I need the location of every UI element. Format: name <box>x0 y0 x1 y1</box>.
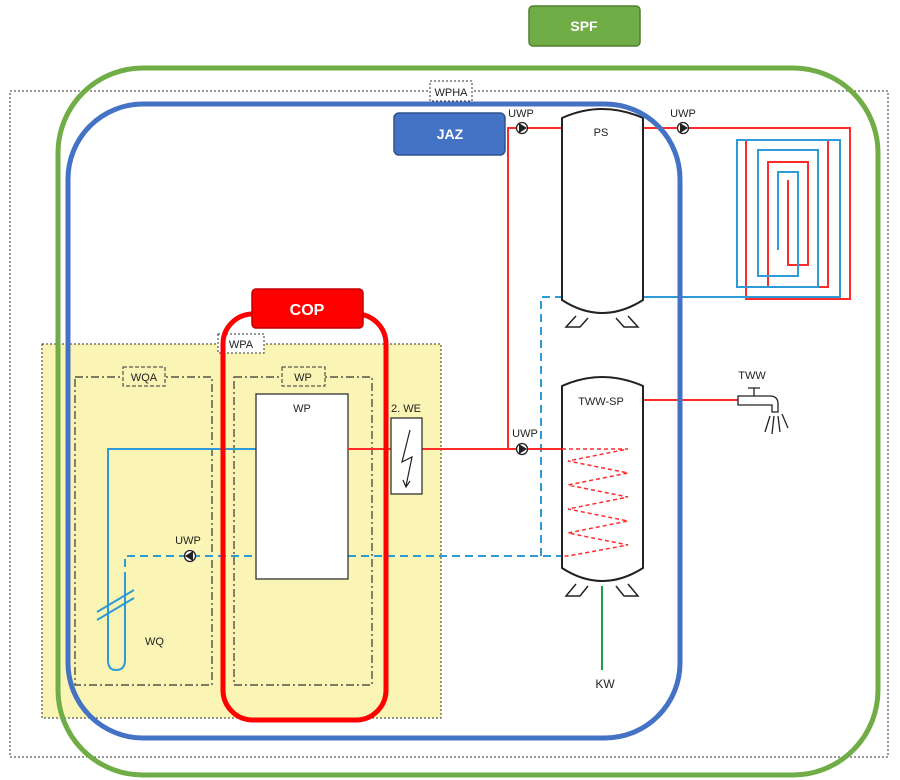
ps-return-dashed-pipe <box>540 296 562 556</box>
pump-icon <box>676 121 690 135</box>
pump-icon <box>515 442 529 456</box>
wpa-area <box>41 343 442 719</box>
jaz-badge <box>393 112 506 156</box>
probe-cut-mark-2 <box>96 597 135 621</box>
jaz-badge-label: JAZ <box>437 126 464 142</box>
cop-badge-label: COP <box>290 302 325 319</box>
pump-icon <box>515 121 529 135</box>
heating-return-pipe <box>643 139 841 298</box>
spf-badge <box>528 5 641 47</box>
wp-group-label-box <box>281 366 326 387</box>
pump-source-label: UWP <box>175 535 201 547</box>
wpa-label-box <box>217 333 265 354</box>
pump-heating-label: UWP <box>670 108 696 120</box>
wp-group-label: WP <box>294 372 312 384</box>
heating-supply-pipe <box>643 127 851 300</box>
kw-label: KW <box>595 677 615 691</box>
ps-label: PS <box>594 127 609 139</box>
wqa-label: WQA <box>131 372 158 384</box>
spf-boundary <box>55 65 881 778</box>
pump-tww-label: UWP <box>512 428 538 440</box>
source-return-pipe <box>124 555 562 580</box>
heat-pump-unit <box>255 393 349 580</box>
jaz-boundary <box>65 101 683 741</box>
cop-badge <box>251 288 364 329</box>
supply-pipe-ps <box>507 127 562 449</box>
spf-badge-label: SPF <box>570 18 598 34</box>
wp-unit-label: WP <box>293 403 311 415</box>
wqa-label-box <box>122 366 166 387</box>
wq-label: WQ <box>145 636 164 648</box>
source-supply-pipe <box>107 448 256 672</box>
tww-label: TWW <box>738 370 766 382</box>
tww-sp-label: TWW-SP <box>578 396 624 408</box>
electric-bolt-icon <box>401 429 413 489</box>
wpha-label-box <box>429 80 473 102</box>
wpha-label: WPHA <box>435 87 469 99</box>
faucet-icon <box>737 387 789 435</box>
pump-icon <box>183 549 197 563</box>
buffer-tank-ps <box>561 108 644 328</box>
pump-ps-in-label: UWP <box>508 108 534 120</box>
probe-cut-mark <box>96 589 135 613</box>
we2-label: 2. WE <box>391 403 421 415</box>
wpa-label: WPA <box>229 339 254 351</box>
